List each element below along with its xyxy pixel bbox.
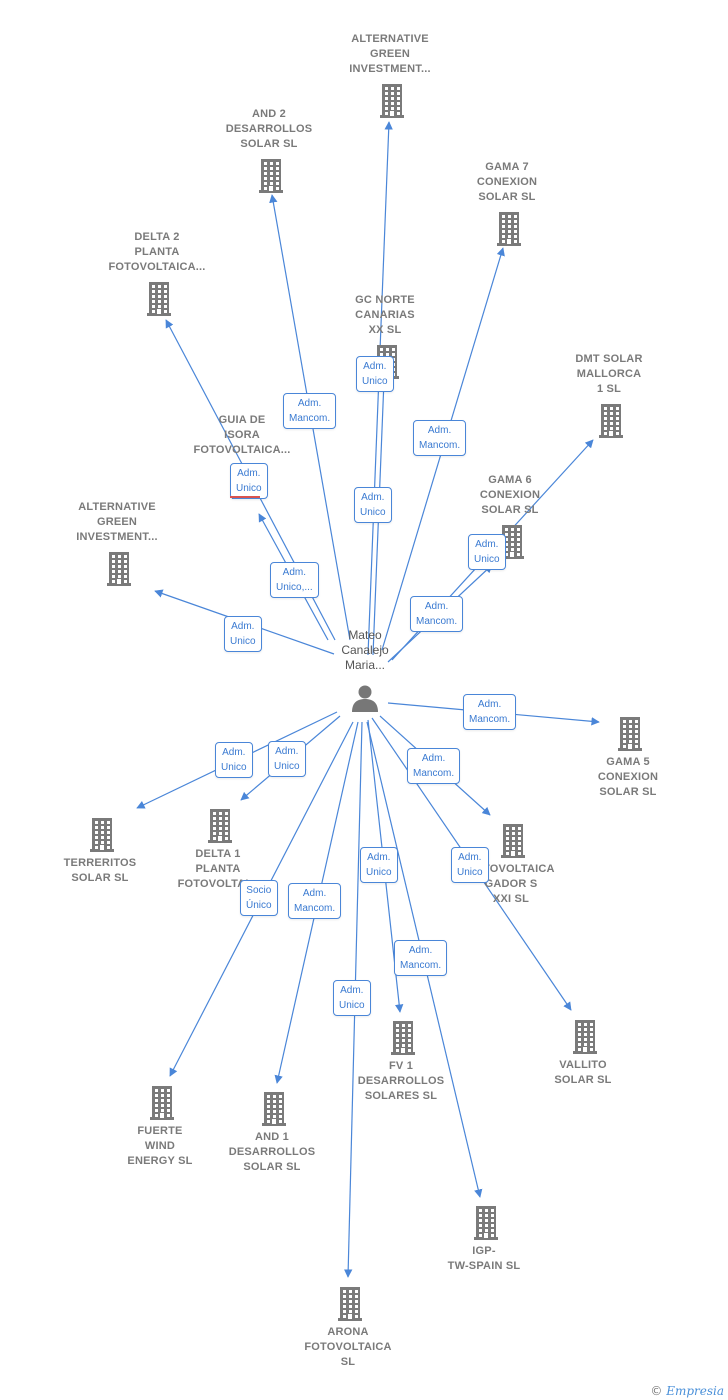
building-icon[interactable]	[390, 1019, 416, 1055]
highlight-underline	[230, 496, 260, 498]
building-icon[interactable]	[598, 402, 624, 438]
role-badge[interactable]: Socio Único	[240, 880, 278, 916]
company-label-guia[interactable]: GUIA DE ISORA FOTOVOLTAICA...	[193, 414, 291, 456]
company-label-dmt[interactable]: DMT SOLAR MALLORCA 1 SL	[575, 353, 643, 395]
building-icon[interactable]	[617, 715, 643, 751]
company-label-and2[interactable]: AND 2 DESARROLLOS SOLAR SL	[225, 108, 313, 150]
building-icon[interactable]	[106, 550, 132, 586]
role-badge[interactable]: Adm. Unico	[224, 616, 262, 652]
copyright-symbol: ©	[650, 1384, 663, 1398]
role-badge[interactable]: Adm. Mancom.	[463, 694, 517, 730]
role-badge[interactable]: Adm. Unico	[451, 847, 489, 883]
role-badge[interactable]: Adm. Mancom.	[407, 748, 461, 784]
building-icon[interactable]	[146, 280, 172, 316]
building-icon[interactable]	[258, 157, 284, 193]
company-label-fuerte[interactable]: FUERTE WIND ENERGY SL	[127, 1125, 193, 1167]
company-label-alt_green_left[interactable]: ALTERNATIVE GREEN INVESTMENT...	[76, 501, 158, 543]
role-badge[interactable]: Adm. Unico	[333, 980, 371, 1016]
building-icon[interactable]	[337, 1285, 363, 1321]
company-label-and1[interactable]: AND 1 DESARROLLOS SOLAR SL	[228, 1131, 316, 1173]
role-badge[interactable]: Adm. Unico	[468, 534, 506, 570]
role-badge[interactable]: Adm. Unico,...	[270, 562, 319, 598]
role-badge[interactable]: Adm. Mancom.	[394, 940, 448, 976]
role-badge[interactable]: Adm. Mancom.	[283, 393, 337, 429]
building-icon[interactable]	[473, 1204, 499, 1240]
company-label-gama6[interactable]: GAMA 6 CONEXION SOLAR SL	[479, 474, 541, 516]
company-label-igp[interactable]: IGP- TW-SPAIN SL	[447, 1245, 521, 1272]
person-icon[interactable]	[350, 683, 380, 713]
company-label-arona[interactable]: ARONA FOTOVOLTAICA SL	[304, 1326, 392, 1368]
company-label-gc_norte[interactable]: GC NORTE CANARIAS XX SL	[355, 294, 415, 336]
role-badge[interactable]: Adm. Mancom.	[413, 420, 467, 456]
company-label-fv_gador[interactable]: FOTOVOLTAICA GADOR S XXI SL	[467, 863, 555, 905]
building-icon[interactable]	[261, 1090, 287, 1126]
company-label-gama7[interactable]: GAMA 7 CONEXION SOLAR SL	[476, 161, 538, 203]
building-icon[interactable]	[207, 807, 233, 843]
role-badge[interactable]: Adm. Mancom.	[410, 596, 464, 632]
company-label-terreritos[interactable]: TERRERITOS SOLAR SL	[63, 857, 137, 884]
building-icon[interactable]	[499, 523, 525, 559]
center-person-label[interactable]: Mateo Canalejo Maria...	[341, 628, 389, 672]
company-label-gama5[interactable]: GAMA 5 CONEXION SOLAR SL	[597, 756, 659, 798]
building-icon[interactable]	[89, 816, 115, 852]
role-badge[interactable]: Adm. Unico	[268, 741, 306, 777]
company-label-alt_green_top[interactable]: ALTERNATIVE GREEN INVESTMENT...	[349, 33, 431, 75]
company-label-delta2[interactable]: DELTA 2 PLANTA FOTOVOLTAICA...	[108, 231, 206, 273]
company-label-delta1[interactable]: DELTA 1 PLANTA FOTOVOLTAI...	[177, 848, 259, 890]
building-icon[interactable]	[379, 82, 405, 118]
building-icon[interactable]	[496, 210, 522, 246]
brand-name[interactable]: Empresia	[666, 1384, 724, 1398]
company-label-fv1[interactable]: FV 1 DESARROLLOS SOLARES SL	[357, 1060, 445, 1102]
role-badge[interactable]: Adm. Unico	[360, 847, 398, 883]
role-badge[interactable]: Adm. Unico	[354, 487, 392, 523]
role-badge[interactable]: Adm. Mancom.	[288, 883, 342, 919]
role-badge[interactable]: Adm. Unico	[215, 742, 253, 778]
footer-brand: © Empresia	[650, 1384, 724, 1398]
building-icon[interactable]	[149, 1084, 175, 1120]
role-badge[interactable]: Adm. Unico	[230, 463, 268, 499]
role-badge[interactable]: Adm. Unico	[356, 356, 394, 392]
building-icon[interactable]	[572, 1018, 598, 1054]
company-label-vallito[interactable]: VALLITO SOLAR SL	[554, 1059, 612, 1086]
building-icon[interactable]	[500, 822, 526, 858]
